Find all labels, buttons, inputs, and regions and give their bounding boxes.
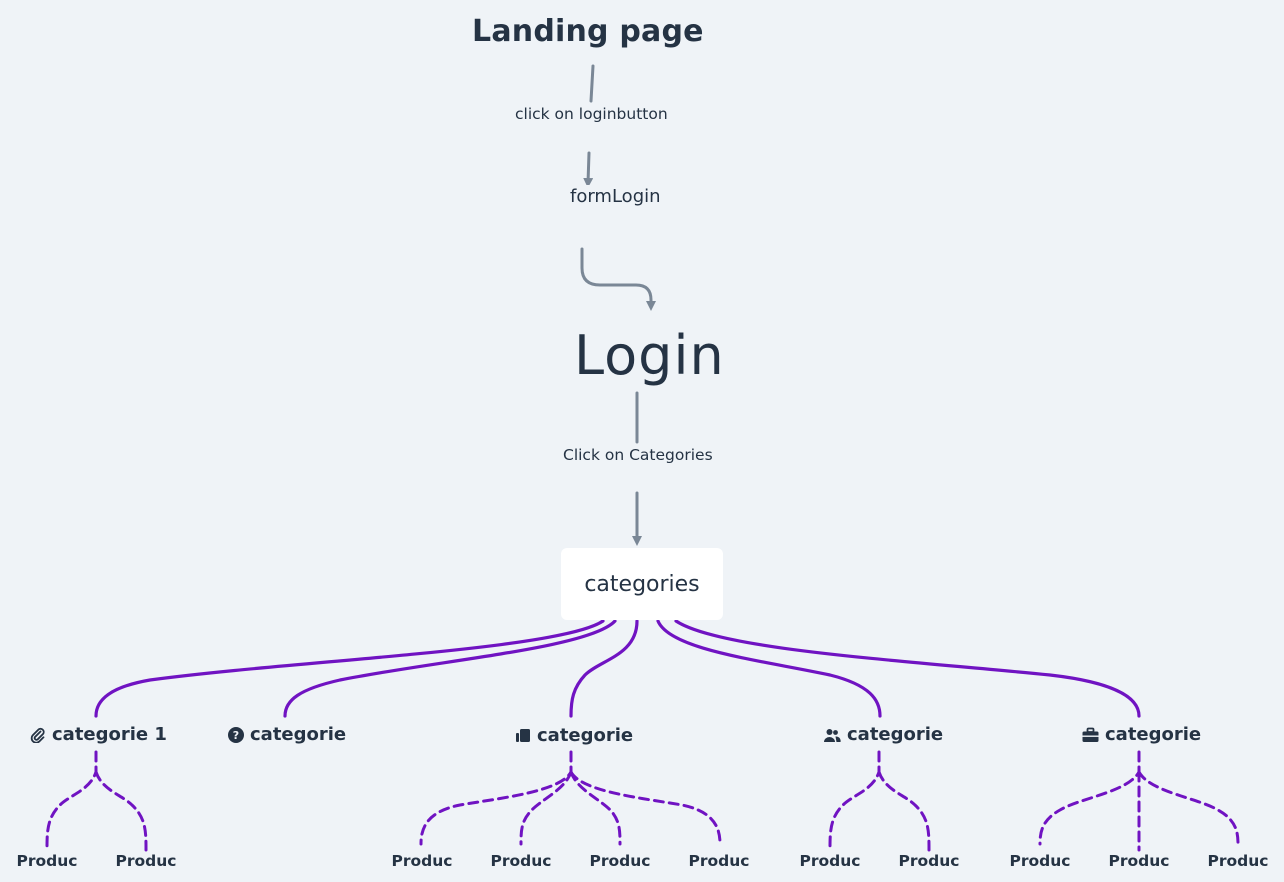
product-node: Produc <box>688 852 750 870</box>
product-node: Produc <box>115 852 177 870</box>
edge-label-click-categories: Click on Categories <box>561 445 715 465</box>
paperclip-icon <box>30 727 45 743</box>
category-node-3: categorie <box>515 725 633 746</box>
edge-label-click-login-button: click on loginbutton <box>513 104 670 124</box>
document-stack-icon <box>516 728 530 742</box>
product-branch <box>828 750 881 852</box>
product-branch <box>1137 770 1240 846</box>
product-branch <box>519 770 573 846</box>
product-node: Produc <box>490 852 552 870</box>
category-node-1: categorie 1 <box>30 724 167 745</box>
product-node: Produc <box>1009 852 1071 870</box>
briefcase-icon <box>1082 727 1099 742</box>
product-node: Produc <box>898 852 960 870</box>
category-label: categorie <box>250 724 347 745</box>
branch-categorie-3 <box>569 619 639 718</box>
login-node: Login <box>574 324 725 387</box>
branch-categorie-2 <box>283 619 617 718</box>
category-node-5: categorie <box>1082 724 1201 745</box>
branch-categorie-4 <box>656 619 882 718</box>
product-node: Produc <box>799 852 861 870</box>
product-node: Produc <box>1108 852 1170 870</box>
category-label: categorie <box>847 724 944 745</box>
categories-node: categories <box>561 548 723 620</box>
branch-categorie-1 <box>94 619 605 718</box>
product-branch <box>877 770 931 852</box>
category-label: categorie 1 <box>52 724 167 745</box>
connector-label-to-formlogin <box>583 151 594 188</box>
product-branch <box>569 770 622 846</box>
category-label: categorie <box>537 725 634 746</box>
category-node-2: ? categorie <box>228 724 346 745</box>
branch-categorie-5 <box>674 619 1141 718</box>
product-branch <box>94 770 148 852</box>
product-branch <box>45 750 98 852</box>
svg-text:?: ? <box>233 729 239 742</box>
product-node: Produc <box>16 852 78 870</box>
category-label: categorie <box>1105 724 1202 745</box>
product-branch <box>419 750 573 846</box>
category-node-4: categorie <box>823 724 943 745</box>
product-node: Produc <box>1207 852 1269 870</box>
product-branch <box>1038 750 1141 846</box>
question-circle-icon: ? <box>228 726 244 743</box>
categories-node-label: categories <box>584 571 700 597</box>
edge-label-form-login: formLogin <box>568 185 663 208</box>
users-icon <box>824 728 841 742</box>
product-node: Produc <box>589 852 651 870</box>
root-node-landing-page: Landing page <box>472 14 704 49</box>
connector-root-to-label <box>589 64 595 103</box>
product-node: Produc <box>391 852 453 870</box>
connector-formlogin-to-login <box>580 247 656 311</box>
product-branch <box>569 770 722 846</box>
